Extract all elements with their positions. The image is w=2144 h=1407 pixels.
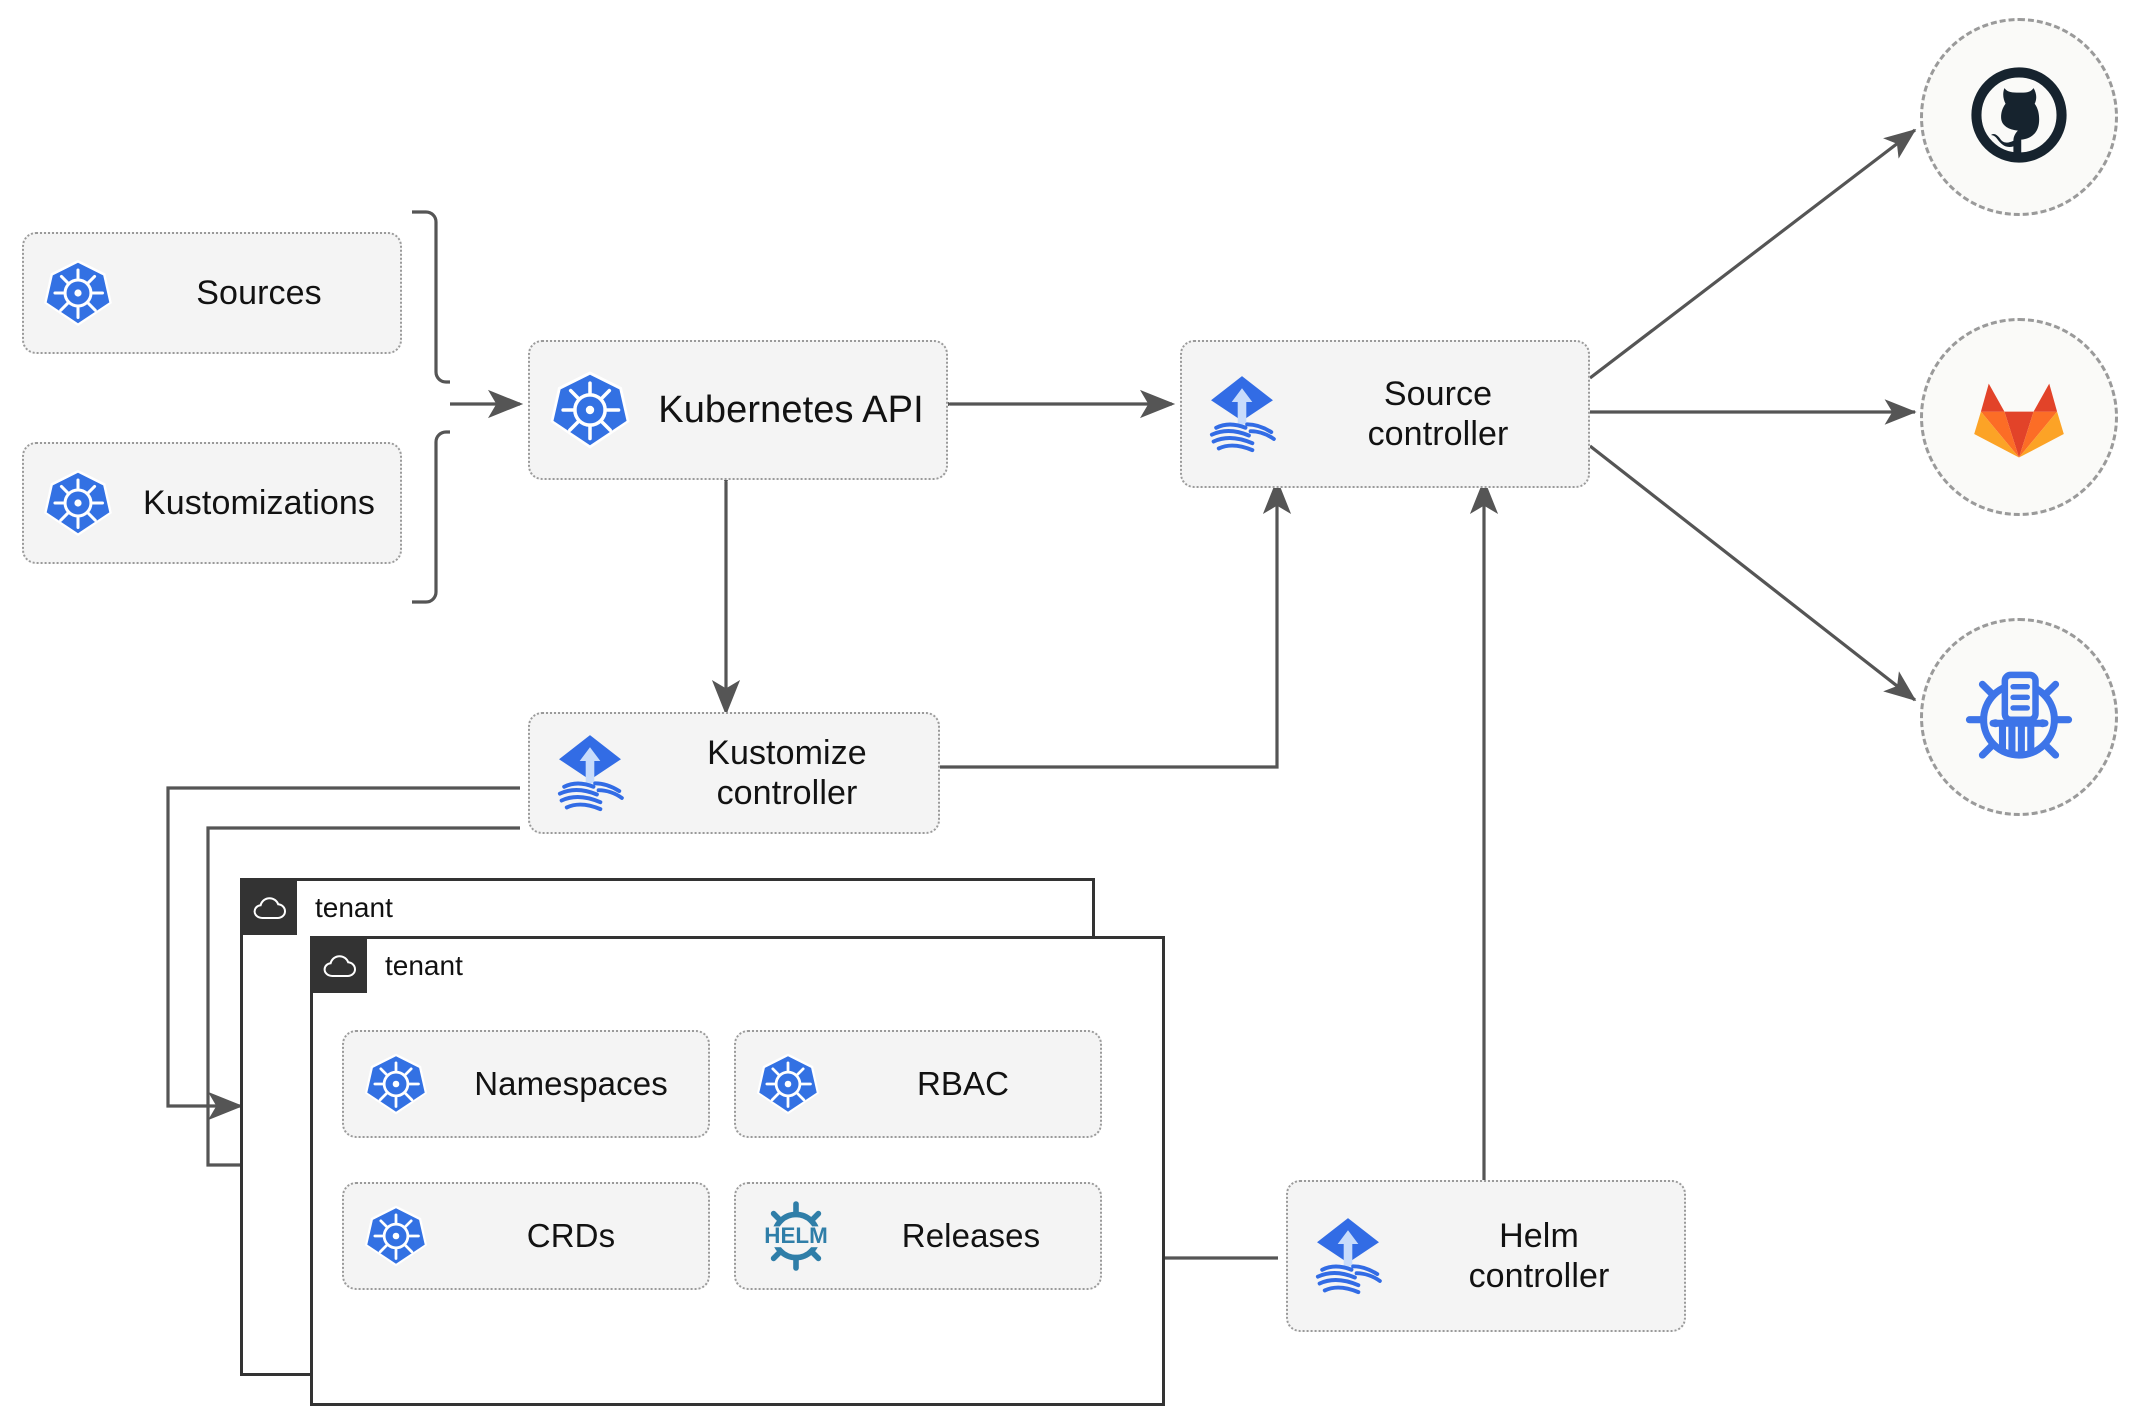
node-label: Helm controller <box>1468 1216 1610 1295</box>
svg-text:HELM: HELM <box>764 1223 827 1248</box>
node-label: Kustomize controller <box>707 733 867 812</box>
kubernetes-icon <box>344 1051 448 1117</box>
github-icon <box>1963 59 2075 176</box>
node-label: Releases <box>901 1216 1041 1254</box>
node-crds[interactable]: CRDs <box>342 1182 710 1290</box>
tenant-header-1: tenant <box>243 881 1092 935</box>
node-label: Source controller <box>1367 374 1509 453</box>
node-kustomizations[interactable]: Kustomizations <box>22 442 402 564</box>
kubernetes-icon <box>344 1203 448 1269</box>
tenant-container-2: tenant <box>310 936 1165 1406</box>
flux-icon <box>530 730 650 816</box>
kubernetes-icon <box>736 1051 840 1117</box>
kubernetes-icon <box>24 257 132 329</box>
node-source-controller[interactable]: Source controller <box>1180 340 1590 488</box>
node-helm-controller[interactable]: Helm controller <box>1286 1180 1686 1332</box>
flux-icon <box>1182 371 1302 457</box>
helm-icon: HELM <box>736 1196 856 1276</box>
node-label: RBAC <box>916 1064 1010 1102</box>
node-label: Namespaces <box>474 1064 668 1102</box>
node-releases[interactable]: HELM Releases <box>734 1182 1102 1290</box>
node-label: Kustomizations <box>143 483 375 522</box>
node-kubernetes-api[interactable]: Kubernetes API <box>528 340 948 480</box>
node-label: CRDs <box>526 1216 616 1254</box>
kubernetes-icon <box>24 467 132 539</box>
tenant-label: tenant <box>315 892 393 923</box>
node-sources[interactable]: Sources <box>22 232 402 354</box>
node-rbac[interactable]: RBAC <box>734 1030 1102 1138</box>
flux-icon <box>1288 1213 1408 1299</box>
provider-gitlab[interactable] <box>1920 318 2118 516</box>
kubernetes-icon <box>530 368 650 452</box>
node-label: Kubernetes API <box>658 388 924 431</box>
provider-github[interactable] <box>1920 18 2118 216</box>
cloud-icon <box>243 881 297 935</box>
node-namespaces[interactable]: Namespaces <box>342 1030 710 1138</box>
gitlab-icon <box>1963 359 2075 476</box>
tenant-header-2: tenant <box>313 939 1162 993</box>
node-kustomize-controller[interactable]: Kustomize controller <box>528 712 940 834</box>
provider-bucket[interactable] <box>1920 618 2118 816</box>
bucket-icon <box>1960 656 2078 779</box>
tenant-label: tenant <box>385 950 463 981</box>
cloud-icon <box>313 939 367 993</box>
node-label: Sources <box>196 273 322 312</box>
